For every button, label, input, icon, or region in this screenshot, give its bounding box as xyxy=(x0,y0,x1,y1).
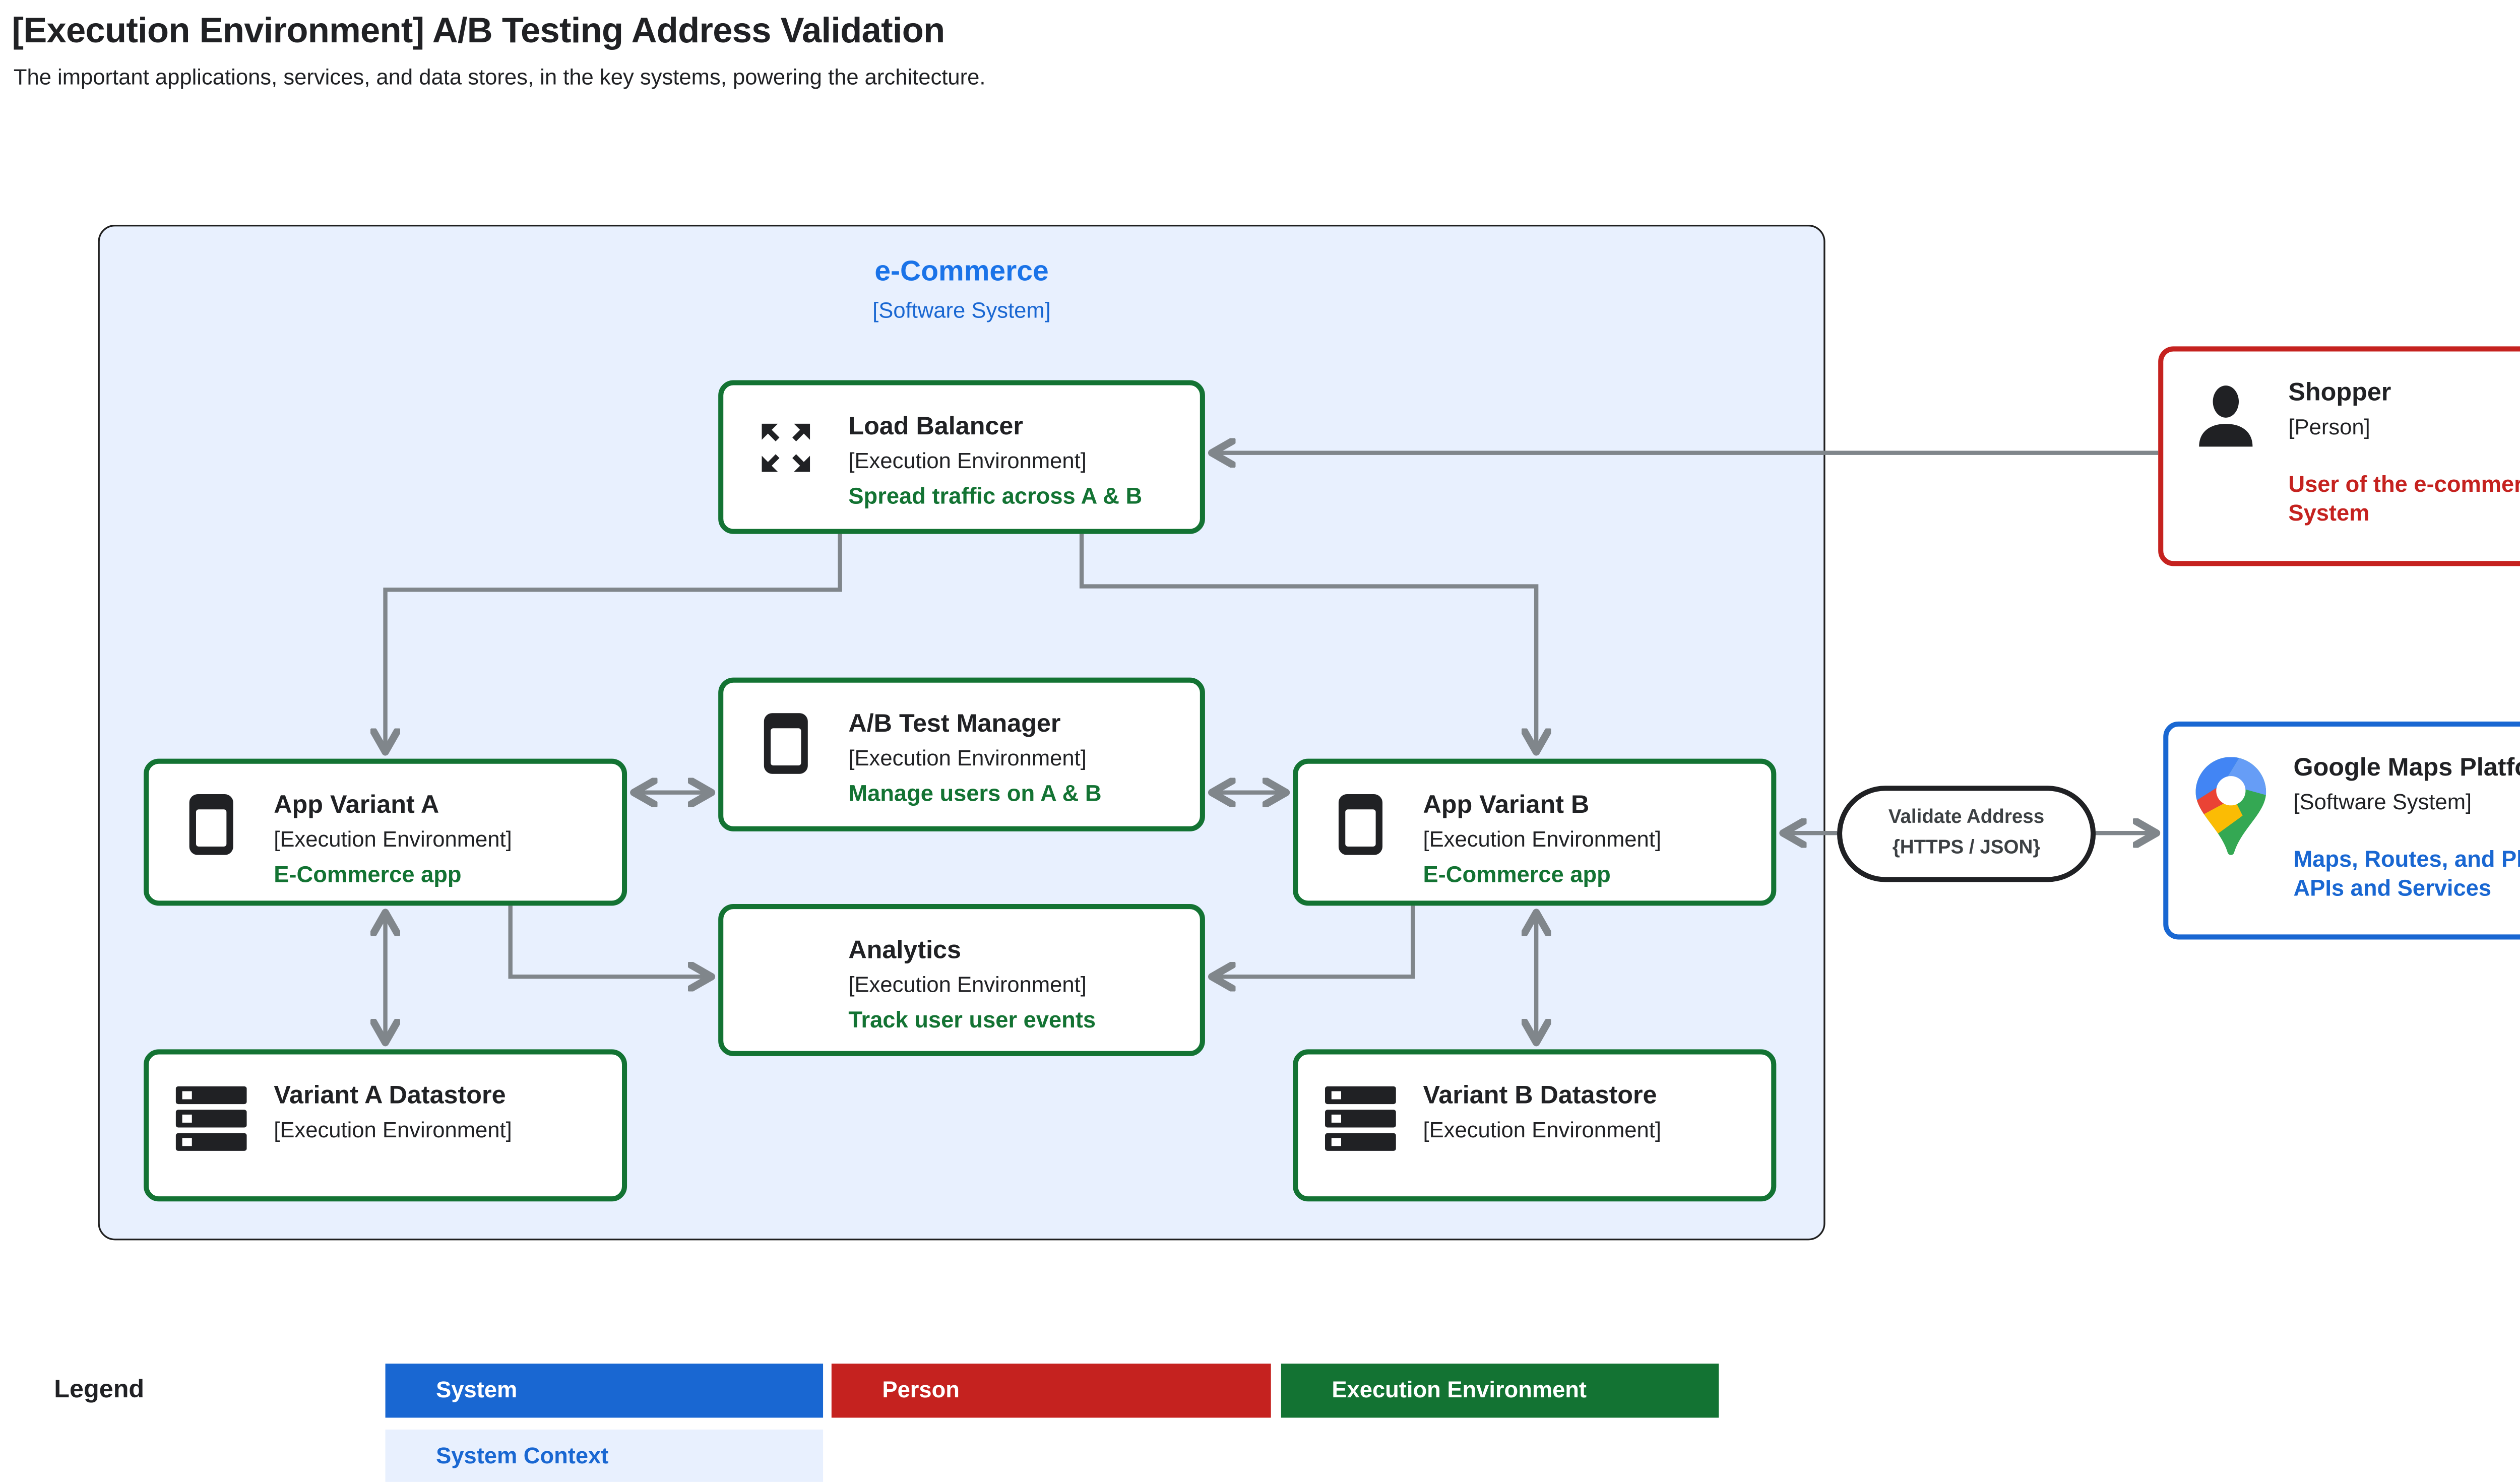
legend-item-system-context: System Context xyxy=(385,1429,824,1482)
node-title: Analytics xyxy=(848,936,962,965)
node-description: E-Commerce app xyxy=(1423,861,1611,887)
legend-title: Legend xyxy=(54,1375,145,1404)
app-window-icon xyxy=(750,713,822,774)
node-title: Load Balancer xyxy=(848,412,1024,441)
node-google-maps-platform: Google Maps Platform [Software System] M… xyxy=(2163,721,2520,940)
node-title: A/B Test Manager xyxy=(848,709,1061,739)
spread-arrows-icon xyxy=(750,416,822,480)
boundary-title: e-Commerce xyxy=(874,255,1049,288)
node-load-balancer: Load Balancer [Execution Environment] Sp… xyxy=(718,380,1205,534)
node-description: User of the e-commerce System xyxy=(2288,471,2520,526)
node-title: Variant B Datastore xyxy=(1423,1081,1657,1111)
edge-label-line1: Validate Address xyxy=(1888,807,2045,828)
app-window-icon xyxy=(1325,794,1396,855)
node-description: Track user user events xyxy=(848,1006,1096,1032)
node-analytics: Analytics [Execution Environment] Track … xyxy=(718,904,1205,1056)
datastore-icon xyxy=(175,1085,247,1152)
node-app-variant-b: App Variant B [Execution Environment] E-… xyxy=(1293,758,1777,906)
node-variant-a-datastore: Variant A Datastore [Execution Environme… xyxy=(144,1049,627,1202)
edge-label-line2: {HTTPS / JSON} xyxy=(1892,837,2041,858)
datastore-icon xyxy=(1325,1085,1396,1152)
page-subtitle: The important applications, services, an… xyxy=(13,64,986,90)
node-shopper: Shopper [Person] User of the e-commerce … xyxy=(2158,346,2520,566)
node-type-label: [Execution Environment] xyxy=(848,971,1087,997)
node-type-label: [Execution Environment] xyxy=(274,1116,512,1142)
node-description: E-Commerce app xyxy=(274,861,462,887)
node-type-label: [Person] xyxy=(2288,413,2370,439)
node-title: App Variant A xyxy=(274,791,439,820)
node-description: Spread traffic across A & B xyxy=(848,482,1143,508)
node-type-label: [Execution Environment] xyxy=(848,447,1087,473)
node-title: Variant A Datastore xyxy=(274,1081,506,1111)
node-title: Shopper xyxy=(2288,378,2391,408)
node-type-label: [Execution Environment] xyxy=(274,825,512,852)
app-window-icon xyxy=(176,794,247,855)
node-app-variant-a: App Variant A [Execution Environment] E-… xyxy=(144,758,627,906)
node-ab-test-manager: A/B Test Manager [Execution Environment]… xyxy=(718,677,1205,831)
boundary-type-label: [Software System] xyxy=(872,297,1051,323)
node-type-label: [Software System] xyxy=(2293,789,2472,814)
google-maps-pin-icon xyxy=(2195,757,2266,857)
page-title: [Execution Environment] A/B Testing Addr… xyxy=(12,12,945,51)
node-description: Maps, Routes, and Places APIs and Servic… xyxy=(2293,846,2520,901)
node-title: Google Maps Platform xyxy=(2293,753,2520,783)
legend-item-system: System xyxy=(385,1364,824,1418)
node-description: Manage users on A & B xyxy=(848,780,1102,806)
node-type-label: [Execution Environment] xyxy=(848,744,1087,770)
legend-item-person: Person xyxy=(831,1364,1271,1418)
edge-label-validate-address: Validate Address {HTTPS / JSON} xyxy=(1837,786,2096,882)
node-variant-b-datastore: Variant B Datastore [Execution Environme… xyxy=(1293,1049,1777,1202)
person-icon xyxy=(2190,382,2261,449)
node-title: App Variant B xyxy=(1423,791,1590,820)
legend-item-execution-environment: Execution Environment xyxy=(1281,1364,1719,1418)
node-type-label: [Execution Environment] xyxy=(1423,1116,1661,1142)
node-type-label: [Execution Environment] xyxy=(1423,825,1661,852)
